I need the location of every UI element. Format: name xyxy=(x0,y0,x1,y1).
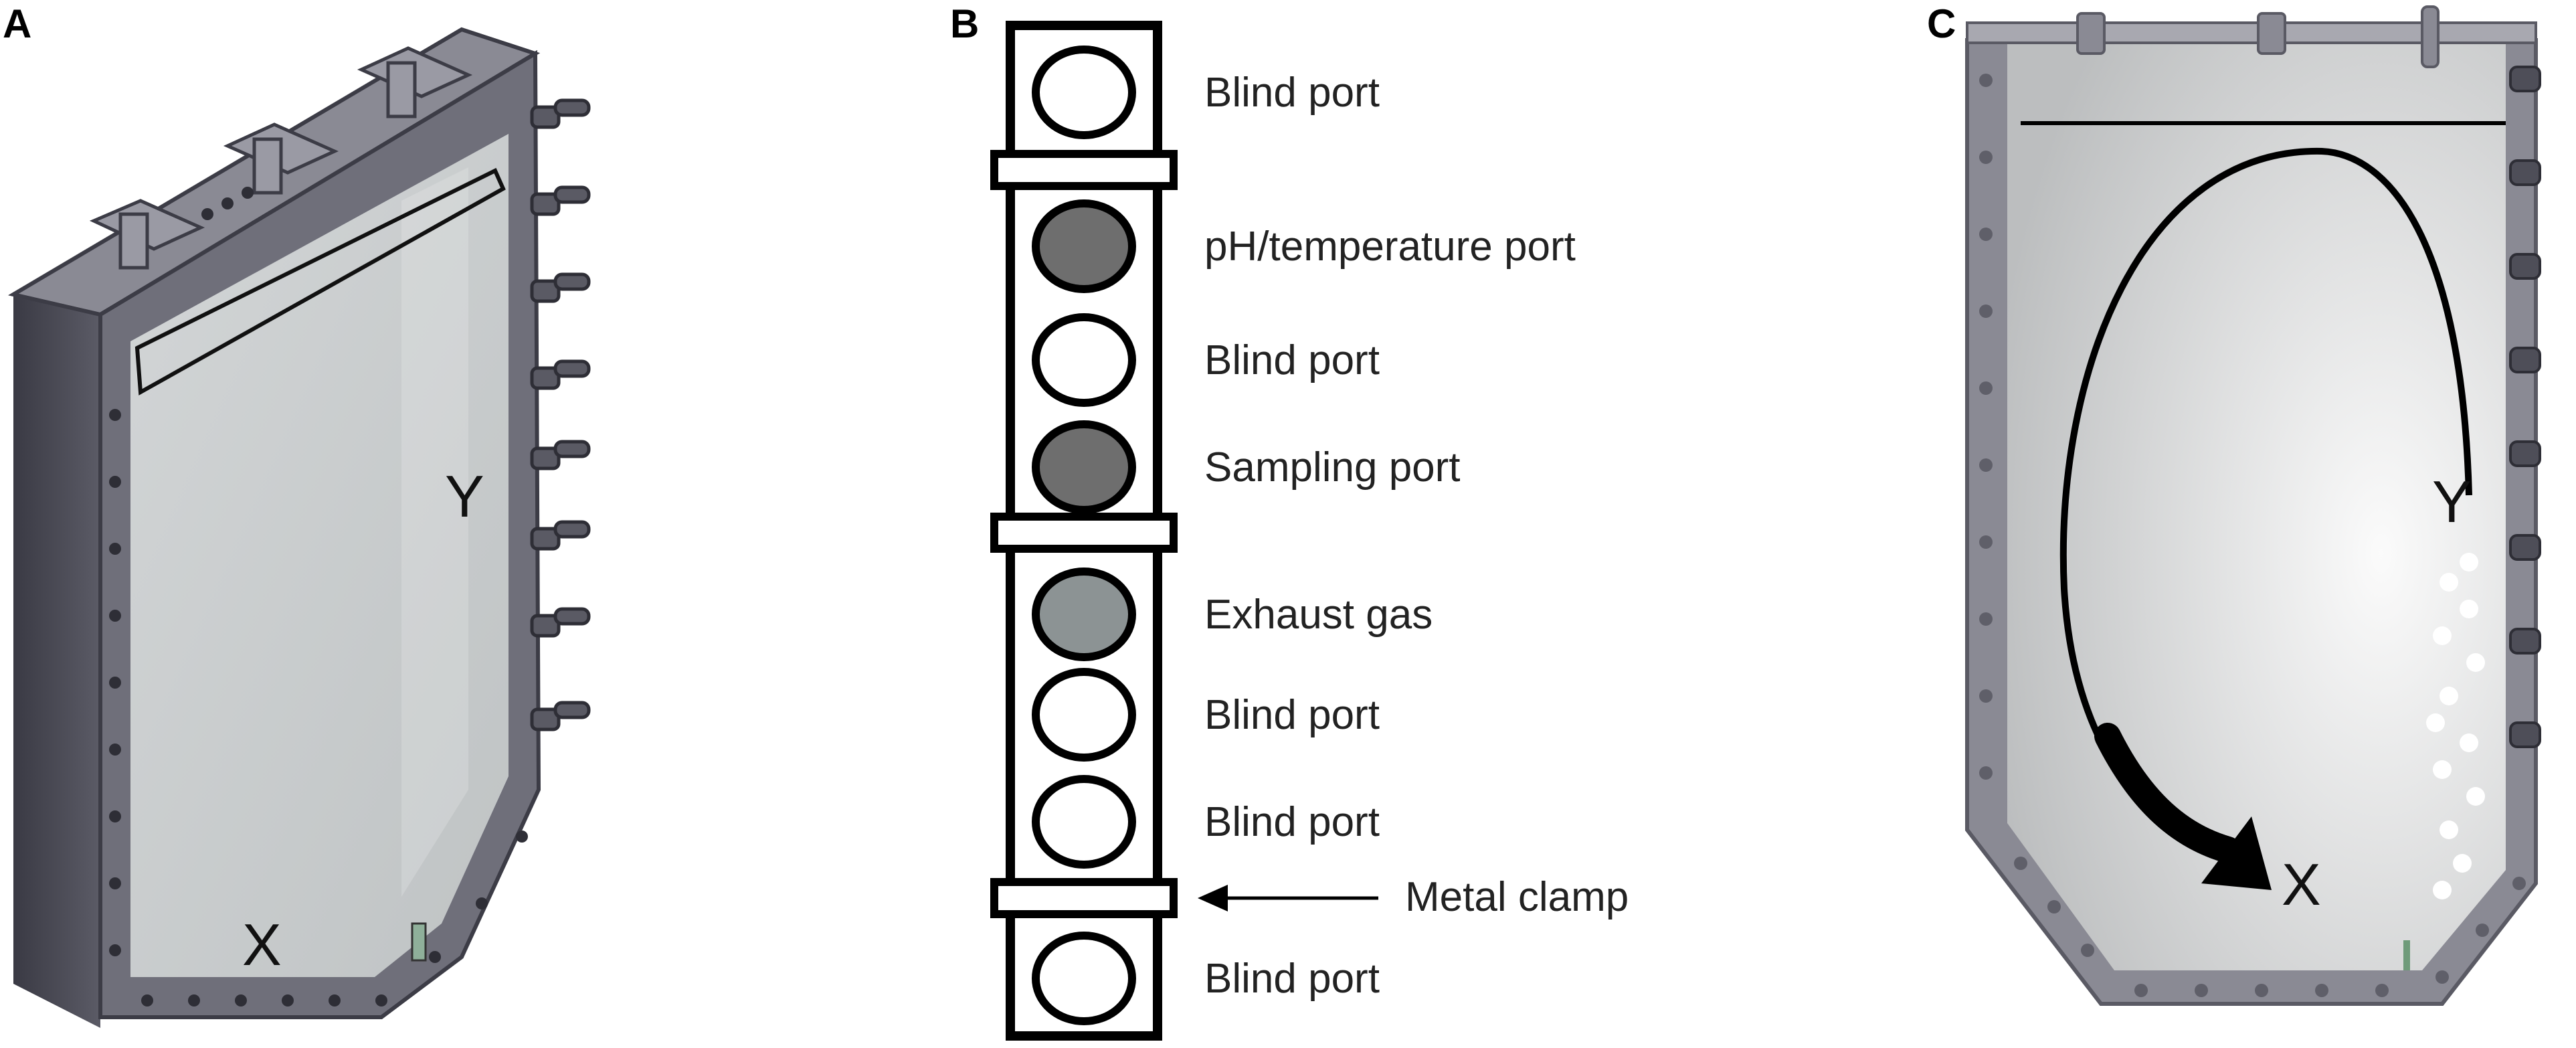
port-label: Blind port xyxy=(1204,956,1380,1002)
port-circle xyxy=(1032,420,1136,514)
panel-c-x-label: X xyxy=(2282,851,2321,918)
reactor-side-face xyxy=(13,249,100,1028)
top-clamps xyxy=(89,46,473,270)
panel-a-x-label: X xyxy=(242,911,282,978)
port-circle xyxy=(1032,668,1136,762)
panel-b-letter: B xyxy=(950,1,980,46)
port-circle xyxy=(1032,46,1136,139)
port-label: Blind port xyxy=(1204,692,1380,738)
clamp-bar xyxy=(990,878,1178,918)
metal-clamp-label: Metal clamp xyxy=(1405,874,1629,920)
port-circle xyxy=(1032,567,1136,661)
port-label: Blind port xyxy=(1204,337,1380,383)
panel-a-y-label: Y xyxy=(445,463,484,529)
flow-arrowhead xyxy=(2201,816,2272,890)
liquid-level-outline xyxy=(134,167,506,396)
side-ports-c xyxy=(2509,66,2541,748)
port-label: Blind port xyxy=(1204,799,1380,845)
side-ports-a xyxy=(530,98,591,731)
port-label: Blind port xyxy=(1204,70,1380,116)
gas-bubbles xyxy=(2426,553,2485,899)
metal-clamp-arrowhead xyxy=(1198,885,1228,911)
port-label: pH/temperature port xyxy=(1204,224,1576,270)
frame-bolts-c xyxy=(1979,74,2526,997)
reactor-glass-c xyxy=(2007,44,2506,970)
panel-a-letter: A xyxy=(3,1,32,46)
clamp-bar xyxy=(990,513,1178,553)
bottom-fitting xyxy=(411,922,427,962)
port-circle xyxy=(1032,313,1136,407)
port-label: Sampling port xyxy=(1204,444,1461,491)
panel-c-letter: C xyxy=(1927,1,1956,46)
frame-bolts-a xyxy=(109,409,528,1007)
port-circle xyxy=(1032,775,1136,869)
port-label: Exhaust gas xyxy=(1204,592,1433,638)
panel-c-y-label: Y xyxy=(2432,468,2472,535)
port-circle xyxy=(1032,199,1136,293)
port-circle xyxy=(1032,932,1136,1025)
clamp-bar xyxy=(990,150,1178,190)
